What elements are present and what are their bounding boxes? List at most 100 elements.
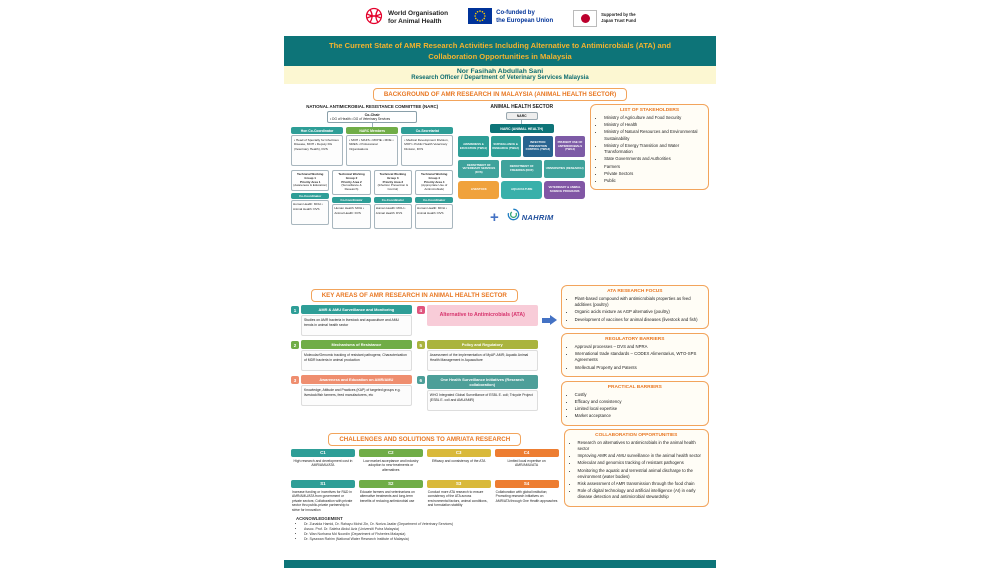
twg-coordinator-label: Co-Coordinator bbox=[373, 196, 413, 203]
japan-label-line2: Japan Trust Fund bbox=[601, 18, 637, 23]
challenge-column-4: C4 Limited local expertise on AMR/AMU/AT… bbox=[494, 448, 559, 513]
practical-barrier-item: Costly bbox=[575, 392, 703, 398]
footer-bar bbox=[284, 560, 716, 568]
solution-chip: S2 bbox=[358, 479, 423, 488]
stakeholder-item: Ministry of Natural Resources and Enviro… bbox=[604, 129, 703, 141]
twg-scope: (Infection Prevention & Control) bbox=[377, 183, 409, 192]
stakeholders-list: Ministry of Agriculture and Food Securit… bbox=[596, 115, 703, 184]
solution-chip: S4 bbox=[494, 479, 559, 488]
regulatory-barriers-title: REGULATORY BARRIERS bbox=[605, 336, 665, 342]
key-area-desc: Studies on AMR bacteria in livestock and… bbox=[301, 315, 412, 337]
narc-column-label: Co-Secretariat bbox=[401, 127, 454, 135]
japan-label-line1: Supported by the bbox=[601, 12, 636, 18]
woah-logo: World Organisation for Animal Health bbox=[364, 6, 448, 31]
acknowledgement-item: Dr. Wan Norhana Md Noordin (Department o… bbox=[304, 532, 704, 537]
challenge-chip: C3 bbox=[426, 448, 491, 457]
stakeholder-item: Ministry of Energy Transition and Water … bbox=[604, 143, 703, 155]
narc-twg-2: Technical Working Group 2 Priority Area … bbox=[332, 170, 371, 229]
stakeholders-title: LIST OF STAKEHOLDERS bbox=[620, 108, 680, 113]
narc-twg-4: Technical Working Group 4 Priority Area … bbox=[415, 170, 454, 229]
key-area-title: Alternative to Antimicrobials (ATA) bbox=[426, 305, 538, 326]
stakeholder-item: Private Sectors bbox=[604, 171, 703, 177]
key-area-surveillance: 1 AMR & AMU Surveillance and Monitoring … bbox=[291, 305, 412, 337]
ahs-twg-3: INFECTION PREVENTION CONTROL (TWG3) bbox=[522, 136, 553, 157]
agency-dof: DEPARTMENT OF FISHERIES (DOF) bbox=[501, 160, 543, 178]
nahrim-logo-icon bbox=[507, 208, 520, 226]
narc-cochair-box: Co-Chair • DG of Health • DG of Veterina… bbox=[327, 111, 418, 124]
key-area-desc: WHO Integrated Global Surveillance of ES… bbox=[426, 390, 538, 412]
acknowledgement-title: ACKNOWLEDGEMENT bbox=[296, 515, 343, 521]
narc-column-coordinator: Hon Co-Coordinator • Head of Specialty f… bbox=[291, 127, 344, 167]
program-livestock: LIVESTOCK bbox=[458, 181, 500, 199]
eu-label-line1: Co-funded by bbox=[496, 10, 535, 17]
ahs-twg-2: SURVEILLANCE & RESEARCH (TWG2) bbox=[490, 136, 521, 157]
poster: World Organisation for Animal Health Co-… bbox=[284, 0, 716, 568]
stakeholder-item: Public bbox=[604, 178, 703, 184]
woah-name: World Organisation for Animal Health bbox=[388, 10, 448, 26]
regulatory-barrier-item: International trade standards – CODEX Al… bbox=[575, 351, 703, 363]
woah-name-line1: World Organisation bbox=[387, 9, 449, 17]
regulatory-barrier-item: Approval processes – DVS and NPRA bbox=[575, 344, 703, 350]
twg-coordinator-members: Human Health: MOH • Animal Health: DVS bbox=[415, 203, 454, 229]
stakeholder-item: Ministry of Agriculture and Food Securit… bbox=[604, 115, 703, 121]
twg-title: Technical Working Group 1 bbox=[296, 171, 324, 180]
arrow-right-icon bbox=[541, 315, 557, 325]
collaboration-item: Monitoring the aquatic and terrestrial a… bbox=[578, 468, 703, 480]
nahrim-row: + NAHRIM bbox=[458, 208, 585, 226]
regulatory-barriers-list: Approval processes – DVS and NPRA Intern… bbox=[567, 344, 703, 371]
solution-chip: S3 bbox=[426, 479, 491, 488]
collaboration-item: Role of digital technology and artificia… bbox=[578, 488, 703, 500]
twg-coordinator-label: Co-Coordinator bbox=[415, 196, 454, 203]
ahs-chart-title: ANIMAL HEALTH SECTOR bbox=[490, 104, 554, 110]
nahrim-wordmark: NAHRIM bbox=[521, 212, 554, 222]
challenge-text: High research and development cost in AM… bbox=[293, 458, 353, 468]
narc-column-items: • Head of Specialty for Infectious Disea… bbox=[291, 135, 344, 167]
ahs-program-row: LIVESTOCK AQUACULTURE VETERINARY & ANIMA… bbox=[458, 181, 586, 199]
collaboration-column: COLLABORATION OPPORTUNITIES Research on … bbox=[563, 428, 709, 507]
narc-twg-1: Technical Working Group 1 Priority Area … bbox=[291, 170, 330, 228]
eu-logo: Co-funded by the European Union bbox=[468, 7, 554, 29]
practical-barriers-list: Costly Efficacy and consistency Limited … bbox=[567, 392, 703, 420]
collaboration-box: COLLABORATION OPPORTUNITIES Research on … bbox=[563, 428, 709, 507]
twg-title: Technical Working Group 3 bbox=[379, 171, 407, 180]
twg-coordinator-members: Human Health: MOH • Animal Health: DVS bbox=[291, 199, 330, 225]
japan-label: Supported by the Japan Trust Fund bbox=[601, 12, 636, 23]
key-area-title: Mechanisms of Resistance bbox=[301, 340, 412, 350]
connector-line bbox=[371, 123, 373, 128]
narc-twg-3: Technical Working Group 3 Priority Area … bbox=[373, 170, 413, 229]
practical-barrier-item: Market acceptance bbox=[575, 413, 703, 419]
collaboration-item: Molecular and genomics tracking of resis… bbox=[578, 460, 703, 466]
section-background-header: BACKGROUND OF AMR RESEARCH IN MALAYSIA (… bbox=[372, 88, 628, 101]
narc-twg-row: Technical Working Group 1 Priority Area … bbox=[291, 170, 454, 229]
key-area-number-badge: 1 bbox=[291, 306, 299, 314]
challenge-text: Limited local expertise on AMR/AMU/ATA bbox=[507, 458, 546, 468]
challenge-column-3: C3 Efficacy and consistency of the ATA S… bbox=[426, 448, 491, 513]
key-area-desc: Knowledge, Attitude and Practices (KAP) … bbox=[301, 385, 412, 407]
ahs-agency-row: DEPARTMENT OF VETERINARY SERVICES (DVS) … bbox=[458, 160, 586, 178]
acknowledgement-section: ACKNOWLEDGEMENT Dr. Zunaida Hamid, Dr. R… bbox=[284, 513, 716, 543]
twg-scope: (Surveillance & Research) bbox=[341, 183, 362, 192]
challenge-text: Low market acceptance and industry adopt… bbox=[363, 458, 419, 473]
ahs-twg-row: AWARENESS & EDUCATION (TWG1) SURVEILLANC… bbox=[458, 136, 586, 157]
key-areas-grid: 1 AMR & AMU Surveillance and Monitoring … bbox=[291, 305, 538, 412]
background-section: NATIONAL ANTIMICROBIAL RESISTANCE COMMIT… bbox=[284, 104, 716, 282]
challenges-left: CHALLENGES AND SOLUTIONS TO AMR/ATA RESE… bbox=[291, 429, 559, 513]
practical-barriers-title: PRACTICAL BARRIERS bbox=[607, 384, 662, 390]
narc-chart-title: NATIONAL ANTIMICROBIAL RESISTANCE COMMIT… bbox=[306, 104, 439, 109]
collaboration-item: Risk assessment of AMR transmission thro… bbox=[578, 481, 703, 487]
challenge-chip: C2 bbox=[358, 448, 423, 457]
author-role: Research Officer / Department of Veterin… bbox=[411, 75, 589, 81]
agency-universities: UNIVERSITIES (RESEARCH) bbox=[544, 160, 586, 178]
narc-org-chart: NATIONAL ANTIMICROBIAL RESISTANCE COMMIT… bbox=[291, 104, 454, 229]
acknowledgement-item: Dr. Syazwan Rahim (National Water Resear… bbox=[304, 537, 704, 542]
acknowledgement-list: Dr. Zunaida Hamid, Dr. Rahayu Mohd Zin, … bbox=[296, 522, 704, 543]
key-areas-left: KEY AREAS OF AMR RESEARCH IN ANIMAL HEAL… bbox=[291, 285, 538, 412]
program-aquaculture: AQUACULTURE bbox=[501, 181, 543, 199]
narc-column-members: NARC Members • MOH • MAFS • MOHE • MOE •… bbox=[346, 127, 399, 167]
eu-label-line2: the European Union bbox=[496, 18, 554, 24]
key-areas-section: KEY AREAS OF AMR RESEARCH IN ANIMAL HEAL… bbox=[284, 285, 716, 426]
challenges-section: CHALLENGES AND SOLUTIONS TO AMR/ATA RESE… bbox=[284, 428, 716, 513]
stakeholder-item: State Governments and Authorities bbox=[604, 156, 703, 162]
challenge-text: Efficacy and consistency of the ATA bbox=[432, 458, 486, 463]
ahs-twg-4: PRUDENT USE OF ANTIMICROBIALS (TWG4) bbox=[554, 136, 586, 157]
